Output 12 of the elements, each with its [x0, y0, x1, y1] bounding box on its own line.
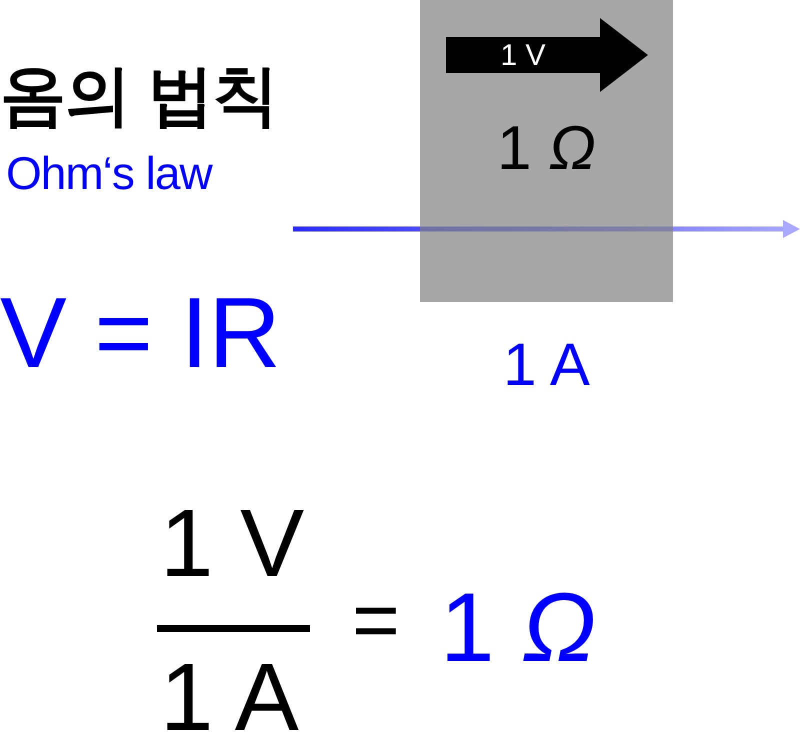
- voltage-arrow: [446, 18, 648, 92]
- resistance-label: 1 Ω: [496, 118, 597, 180]
- voltage-label: 1 V: [499, 41, 547, 71]
- result-text: 1 Ω: [440, 578, 596, 676]
- numerator: 1 V: [160, 496, 304, 592]
- current-label: 1 A: [502, 335, 591, 395]
- resistor-box: [420, 0, 673, 302]
- formula-text: V = IR: [0, 283, 281, 383]
- title: 옴의 법칙: [0, 62, 278, 128]
- denominator: 1 A: [160, 650, 299, 737]
- equals-sign: =: [352, 580, 400, 662]
- subtitle: Ohm‘s law: [6, 150, 212, 196]
